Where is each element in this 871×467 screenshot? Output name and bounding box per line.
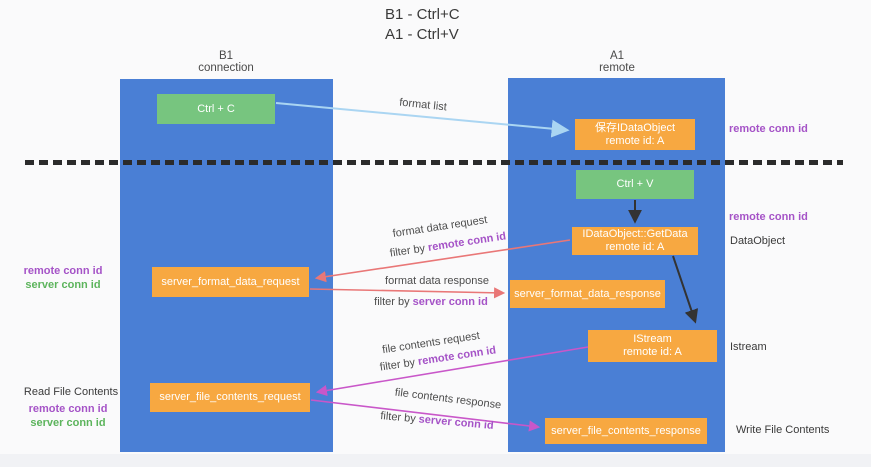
server-file-contents-response-label: server_file_contents_response — [551, 424, 701, 437]
idataobject-getdata-node: IDataObject::GetData remote id: A — [572, 227, 698, 255]
server-format-data-response-label: server_format_data_response — [514, 287, 661, 300]
file-contents-response-label: file contents response — [394, 386, 502, 412]
bottom-background-strip — [0, 454, 871, 467]
remote-conn-id-label-mid-left: remote conn id — [23, 265, 103, 277]
machine-boundary-dashed-line — [25, 160, 843, 165]
lane-header-a1: A1 remote — [557, 50, 677, 74]
left-bottom-conn-id-labels: remote conn id server conn id — [24, 402, 112, 430]
format-data-response-label: format data response — [385, 275, 489, 287]
format-data-response-arrow — [309, 287, 506, 299]
istream-side-label: Istream — [730, 341, 767, 353]
diagram-title: B1 - Ctrl+C A1 - Ctrl+V — [385, 5, 460, 45]
lane-a1-role: remote — [599, 62, 635, 74]
read-file-contents-label: Read File Contents — [23, 386, 119, 398]
ctrl-v-node: Ctrl + V — [576, 170, 694, 199]
server-conn-id-label-bottom-left: server conn id — [30, 417, 106, 429]
server-format-data-response-node: server_format_data_response — [510, 280, 665, 308]
title-line-1: B1 - Ctrl+C — [385, 6, 460, 23]
lane-a1-name: A1 — [609, 50, 625, 62]
left-mid-conn-id-labels: remote conn id server conn id — [19, 264, 107, 292]
server-file-contents-request-node: server_file_contents_request — [150, 383, 310, 412]
format-list-label: format list — [398, 96, 448, 114]
save-dataobject-line1: 保存IDataObject — [594, 121, 676, 134]
ctrl-c-label: Ctrl + C — [197, 102, 235, 115]
save-dataobject-node: 保存IDataObject remote id: A — [575, 119, 695, 150]
ctrl-c-node: Ctrl + C — [157, 94, 275, 124]
ctrl-v-label: Ctrl + V — [616, 178, 654, 190]
server-file-contents-request-label: server_file_contents_request — [159, 391, 301, 403]
lane-header-b1: B1 connection — [166, 50, 286, 74]
getdata-line1: IDataObject::GetData — [582, 228, 688, 240]
filter-by-text: filter by — [389, 242, 426, 260]
istream-line1: IStream — [633, 333, 672, 345]
lane-b1-role: connection — [198, 62, 254, 74]
title-line-2: A1 - Ctrl+V — [385, 26, 459, 43]
server-conn-id-key: server conn id — [418, 413, 495, 432]
filter-by-text: filter by — [379, 410, 417, 426]
getdata-line2: remote id: A — [605, 241, 665, 253]
lane-b1-name: B1 — [218, 50, 234, 62]
write-file-contents-label: Write File Contents — [736, 424, 830, 436]
istream-node: IStream remote id: A — [588, 330, 717, 362]
remote-conn-id-key: remote conn id — [427, 230, 507, 254]
istream-line2: remote id: A — [623, 346, 682, 358]
save-dataobject-line2: remote id: A — [605, 134, 665, 147]
remote-conn-id-label-top-right: remote conn id — [729, 123, 808, 135]
server-format-data-request-label: server_format_data_request — [161, 275, 300, 288]
filter-by-text: filter by — [379, 356, 416, 374]
server-conn-id-key: server conn id — [412, 296, 488, 308]
filter-by-text: filter by — [374, 296, 410, 308]
remote-conn-id-label-mid-right: remote conn id — [729, 211, 808, 223]
remote-conn-id-label-bottom-left: remote conn id — [28, 403, 108, 415]
dataobject-label: DataObject — [730, 235, 786, 247]
server-conn-id-label-mid-left: server conn id — [25, 279, 101, 291]
server-file-contents-response-node: server_file_contents_response — [545, 418, 707, 444]
server-format-data-request-node: server_format_data_request — [152, 267, 309, 297]
